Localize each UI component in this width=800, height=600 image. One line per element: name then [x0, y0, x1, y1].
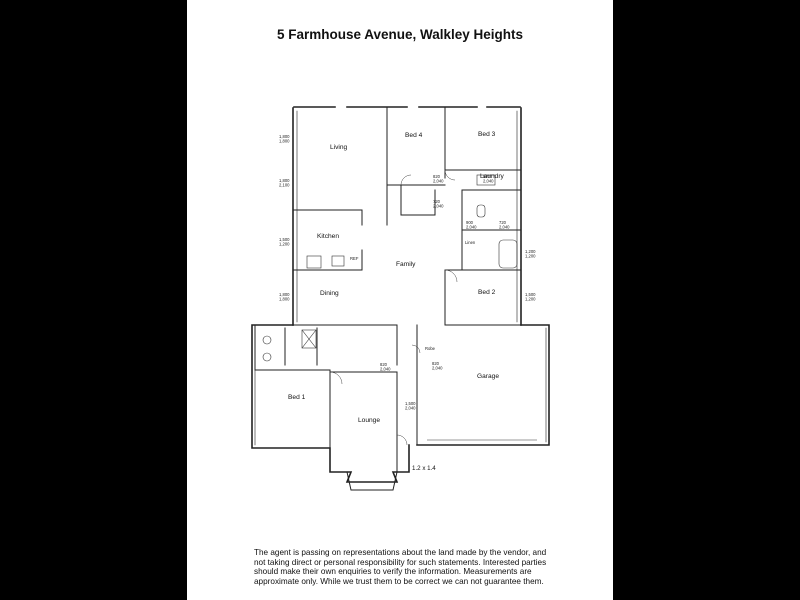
basin-icon: [262, 352, 272, 362]
shower-cross-icon: [301, 329, 317, 349]
outer-wall-left-lower: [251, 324, 410, 483]
wall-ensuite: [254, 324, 318, 371]
bay-window: [346, 471, 398, 491]
wall-kitchen: [293, 249, 363, 271]
room-label-ref: REF: [350, 256, 359, 261]
floor-plan-drawing: Living Bed 4 Bed 3 Laundry Kitchen Famil…: [251, 106, 550, 491]
room-label-living: Living: [330, 144, 348, 151]
door-swing: [400, 174, 412, 186]
sink-icon: [331, 255, 345, 267]
floor-plan-sheet: 5 Farmhouse Avenue, Walkley Heights: [187, 0, 613, 600]
room-label-bed4: Bed 4: [405, 132, 423, 139]
wall-bed2: [444, 269, 521, 326]
scale-note: 1.2 x 1.4: [412, 465, 436, 472]
room-label-dining: Dining: [320, 290, 339, 297]
wall-bed1: [254, 369, 398, 473]
door-swing: [444, 269, 458, 283]
wall-laundry: [444, 169, 521, 271]
toilet-icon: [476, 204, 486, 218]
room-label-garage: Garage: [477, 373, 499, 380]
fixtures: [262, 174, 518, 362]
wall-living: [293, 107, 388, 226]
walls: [251, 106, 550, 491]
outer-wall-right-garage: [416, 324, 550, 446]
room-label-family: Family: [396, 261, 416, 268]
door-swing: [411, 344, 421, 354]
cabinet-icon: [476, 174, 496, 186]
room-label-bed1: Bed 1: [288, 394, 306, 401]
wall-bed4-bed3: [386, 107, 446, 216]
bath-icon: [498, 239, 518, 269]
outer-wall-inner: [254, 110, 547, 446]
room-label-bed2: Bed 2: [478, 289, 496, 296]
doors: [329, 169, 458, 446]
basin-icon: [262, 335, 272, 345]
room-label-kitchen: Kitchen: [317, 233, 339, 240]
wall-dining-lower: [293, 324, 418, 446]
door-swing: [329, 371, 343, 385]
room-label-bed3: Bed 3: [478, 131, 496, 138]
room-label-robe: Robe: [425, 346, 436, 351]
room-label-lounge: Lounge: [358, 417, 380, 424]
property-address-title: 5 Farmhouse Avenue, Walkley Heights: [276, 27, 524, 42]
room-label-linen: Linen: [465, 240, 476, 245]
room-label-laundry: Laundry: [480, 173, 505, 180]
outer-wall-north-block: [292, 107, 522, 326]
door-swing: [444, 169, 456, 181]
stove-icon: [306, 255, 322, 269]
shower-icon: [301, 329, 317, 349]
disclaimer-text: The agent is passing on representations …: [254, 548, 547, 586]
door-swing: [396, 434, 408, 446]
